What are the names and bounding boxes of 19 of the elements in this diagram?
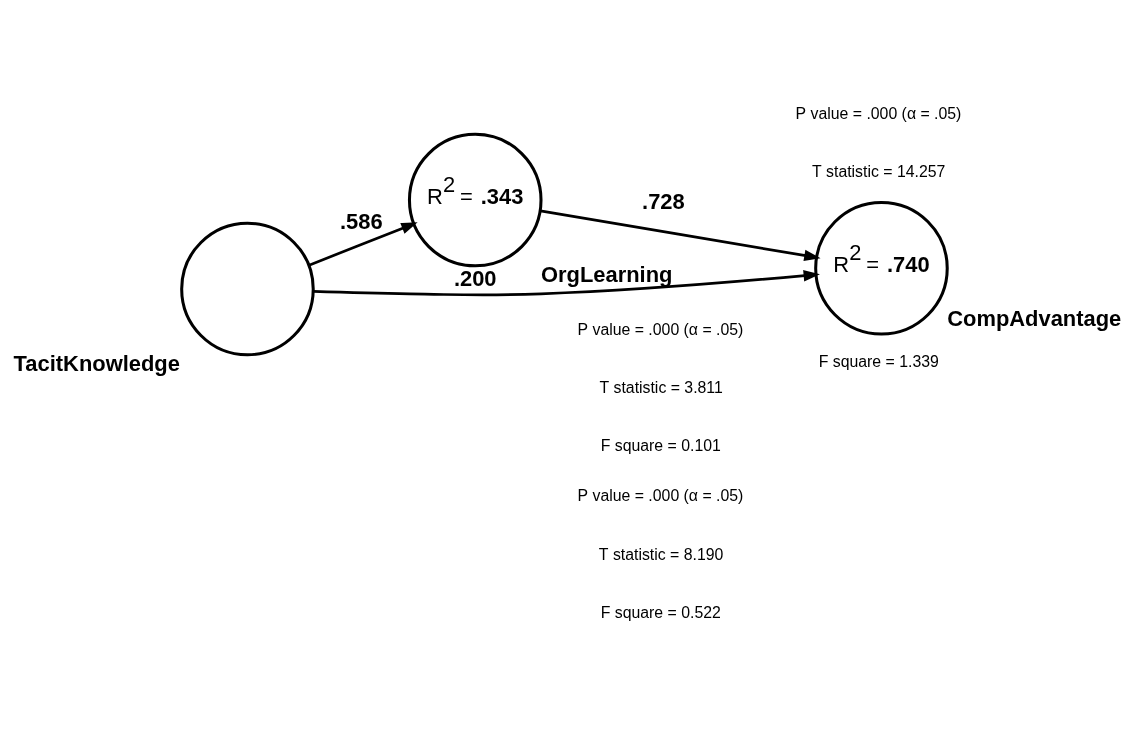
- arrow: [308, 222, 418, 267]
- label: F square = 0.522: [600, 604, 721, 622]
- label: T statistic = 8.190: [598, 545, 724, 563]
- label: F square = 0.101: [600, 437, 721, 455]
- node-label: TacitKnowledge: [13, 351, 180, 377]
- label: P value = .000 (α = .05): [577, 487, 744, 505]
- node-label: OrgLearning: [541, 262, 673, 288]
- node-circle: [180, 221, 315, 357]
- arrow: [313, 270, 820, 297]
- edge-label: .200: [453, 265, 497, 291]
- label: T statistic = 3.811: [599, 379, 723, 396]
- edge-label: .728: [642, 189, 685, 215]
- label: P value = .000 (α = .05): [577, 320, 744, 338]
- label: P value = .000 (α = .05): [795, 104, 962, 122]
- edge-label: .586: [340, 208, 383, 234]
- label: T statistic = 14.257: [812, 163, 946, 181]
- arrow: [540, 209, 821, 262]
- label: F square = 1.339: [818, 353, 939, 371]
- node-label: CompAdvantage: [947, 306, 1122, 332]
